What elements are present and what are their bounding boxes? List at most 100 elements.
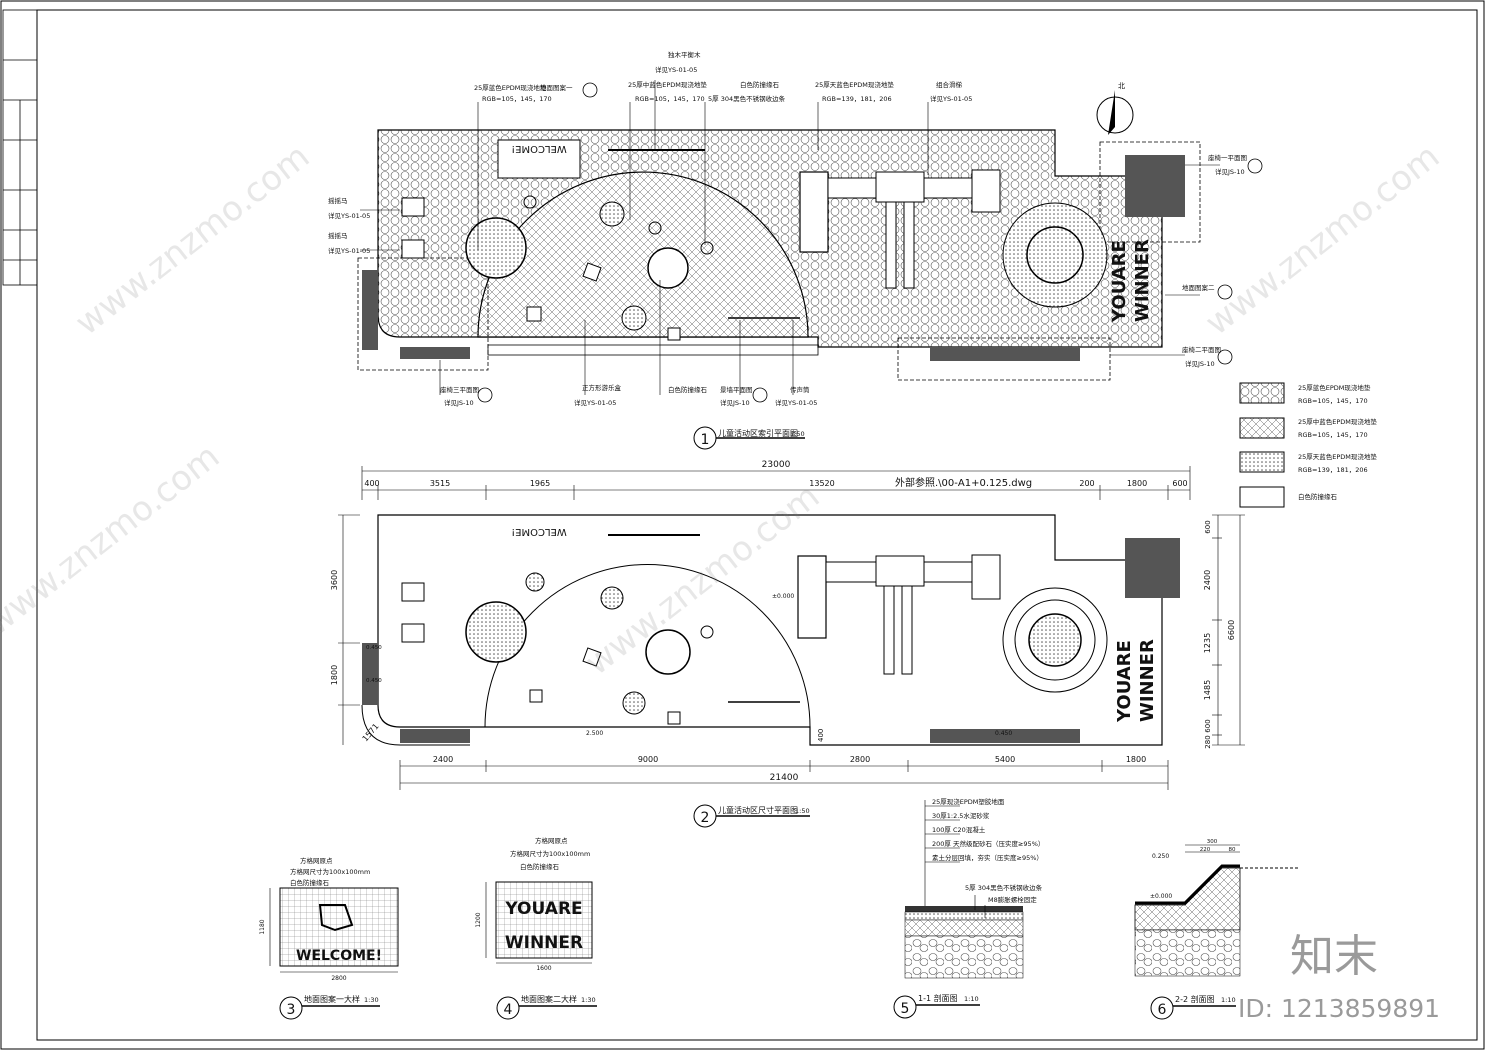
- north-label: 北: [1118, 82, 1125, 90]
- plan2-swing-1: [401, 582, 425, 602]
- plan2-welcome-text: WELCOME!: [511, 526, 567, 537]
- plan1-winner-2: WINNER: [1132, 239, 1153, 322]
- callout-bench2-mark: [1217, 349, 1233, 365]
- elev-0: ±0.000: [772, 593, 794, 600]
- dim-right-1: 2400: [1203, 570, 1212, 590]
- callout-white-curb: 白色防撞缘石: [740, 80, 780, 89]
- plan1-feature-c: [648, 221, 662, 235]
- dim-top-6: 600: [1172, 479, 1187, 488]
- plan2-feature-d: [700, 625, 714, 639]
- detail4-grid: [495, 881, 593, 959]
- detail4-dim-w: 1600: [536, 965, 551, 972]
- legend-rgb-2: RGB=105，145，170: [1298, 431, 1368, 439]
- plan2-winner-1: YOUARE: [1114, 640, 1135, 723]
- callout-balance-beam: 独木平衡木: [668, 50, 701, 59]
- plan1-swing-1: [401, 197, 425, 217]
- plan1-combo-slide-deck: [875, 171, 925, 203]
- detail4-dim-h: 1200: [475, 912, 482, 927]
- dim-bottom-4: 1800: [1126, 755, 1146, 764]
- detail6-gravel: [1134, 929, 1241, 977]
- plan1-number: 1: [701, 432, 710, 448]
- detail6-dim-0: 300: [1207, 839, 1218, 845]
- plan2-feature-center: [645, 629, 691, 675]
- detail5-steel: 5厚 304黑色不锈钢收边条: [965, 883, 1043, 892]
- dim-left-1: 1800: [330, 665, 339, 685]
- detail-6: 300 220 80 0.250 ±0.000 6 2-2 剖面图 1:10: [1134, 839, 1300, 1020]
- detail3-scale: 1:30: [364, 996, 379, 1004]
- detail4-word2: WINNER: [505, 933, 583, 953]
- plan1-round-bench-left: [465, 217, 527, 279]
- detail-4: YOUARE WINNER 方格网原点 方格网尺寸为100x100mm 白色防撞…: [475, 836, 597, 1020]
- callout-white-curb2: 白色防撞缘石: [668, 385, 708, 394]
- north-arrow-icon: [1108, 90, 1115, 135]
- detail5-gravel-layer: [904, 935, 1024, 979]
- detail5-layer-0: 25厚现浇EPDM塑胶地面: [932, 797, 1005, 806]
- plan1-bench-top-right: [1125, 155, 1185, 217]
- dim-left-0: 3600: [330, 570, 339, 590]
- callout-ground-pattern2-mark: [1217, 284, 1233, 300]
- plan2-swing-2: [401, 623, 425, 643]
- callout-steel-304: 5厚 304黑色不锈钢收边条: [708, 94, 786, 103]
- dim-400: 400: [817, 729, 825, 742]
- plan1-scale: 1:50: [790, 430, 805, 438]
- detail5-mortar-layer: [904, 911, 1024, 921]
- callout-ref-d: 详见YS-01-05: [328, 246, 370, 255]
- plan2-block-2: [529, 689, 543, 703]
- plan1-combo-slide-bridge: [827, 177, 879, 199]
- plan2-number: 2: [701, 810, 710, 826]
- callout-spring-rider: 景墙平面图: [720, 385, 753, 394]
- elev-4: 0.450: [995, 730, 1012, 737]
- elev-1: 2.500: [586, 730, 603, 737]
- callout-ref-c: 详见YS-01-05: [328, 211, 370, 220]
- callout-bench1-mark: [1247, 158, 1263, 174]
- callout-epdm-blue-rgb: RGB=105，145，170: [482, 95, 552, 103]
- plan2-title: 儿童活动区尺寸平面图: [718, 805, 798, 815]
- plan2-block-1: [582, 647, 602, 667]
- callout-ground-pattern1-mark: [582, 82, 598, 98]
- dim-bottom-2: 2800: [850, 755, 870, 764]
- plan2-round-bench-right-outer: [1002, 587, 1108, 693]
- dim-right-5: 280: [1204, 735, 1212, 748]
- detail3-grid: [279, 887, 399, 967]
- detail6-elev2: ±0.000: [1150, 893, 1172, 900]
- callout-ref-b: 详见YS-01-05: [930, 94, 972, 103]
- dim-top-2: 1965: [530, 479, 550, 488]
- plan2-combo-bridge: [825, 561, 877, 583]
- dim-right-3: 1485: [1203, 680, 1212, 700]
- dim-top-5: 1800: [1127, 479, 1147, 488]
- callout-spring-mark: [752, 387, 768, 403]
- callout-epdm-blue: 25厚蓝色EPDM现浇地垫: [474, 83, 547, 92]
- plan2-curb-curve: [361, 704, 470, 746]
- detail5-layer-1: 30厚1:2.5水泥砂浆: [932, 811, 990, 820]
- plan1-block-3: [667, 327, 681, 341]
- detail5-concrete-layer: [904, 919, 1024, 937]
- plan2-bench-left: [362, 643, 378, 705]
- plan1-feature-b: [621, 305, 647, 331]
- plan1-dash-box-bl: [357, 257, 489, 371]
- detail4-note3: 白色防撞缘石: [520, 862, 560, 871]
- dim-top-3: 13520: [809, 479, 834, 488]
- callout-ref-a: 详见YS-01-05: [655, 65, 697, 74]
- dim-right-2: 1235: [1203, 633, 1212, 653]
- callout-swing2: 摇摇马: [328, 231, 348, 240]
- callout-bench2: 座椅二平面图: [1182, 345, 1221, 354]
- legend-label-3: 25厚天蓝色EPDM现浇地垫: [1298, 452, 1377, 461]
- plan2-dim-lines: [338, 466, 1245, 790]
- plan2-combo-chute2: [901, 585, 913, 675]
- callout-epdm-sky: 25厚天蓝色EPDM现浇地垫: [815, 80, 894, 89]
- dim-total-bottom: 21400: [770, 773, 799, 783]
- detail5-layer-4: 素土分层回填，夯实（压实度≥95%）: [932, 853, 1043, 862]
- detail3-number-circle: [279, 996, 303, 1020]
- plan1-combo-slide-chute1: [885, 201, 897, 289]
- dim-bottom-0: 2400: [433, 755, 453, 764]
- detail3-dim-w: 2800: [331, 975, 346, 982]
- detail3-title: 地面图案一大样: [304, 994, 360, 1004]
- plan2-combo-end: [971, 554, 1001, 600]
- plan1-combo-slide-chute2: [903, 201, 915, 289]
- detail6-title: 2-2 剖面图: [1175, 994, 1215, 1004]
- callout-phone-tube: 传声筒: [790, 385, 810, 394]
- title-block-strip: [2, 9, 38, 286]
- callout-ref-e: 详见YS-01-05: [574, 398, 616, 407]
- plan2-block-3: [667, 711, 681, 725]
